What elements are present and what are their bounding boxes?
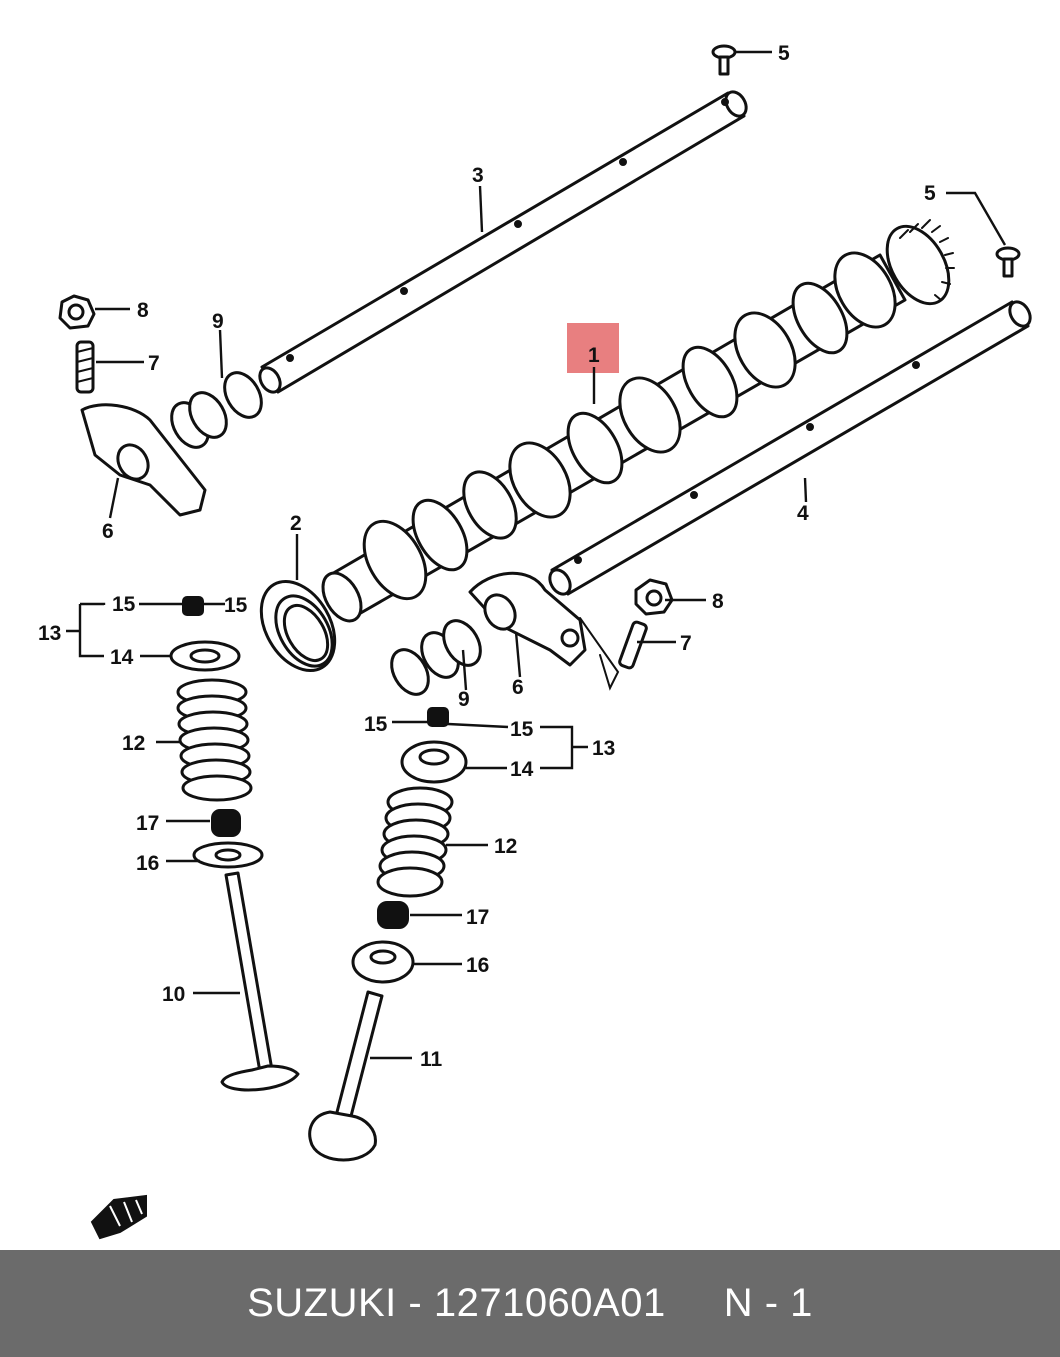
part-info-footer: SUZUKI - 1271060A01 N - 1 — [0, 1250, 1060, 1357]
adjusting-screw-right — [618, 620, 648, 670]
callout-3: 3 — [472, 164, 484, 187]
valve-spring-left — [176, 678, 253, 802]
callout-8-left: 8 — [137, 299, 149, 322]
callout-7-left: 7 — [148, 352, 160, 375]
callout-6-left: 6 — [102, 520, 114, 543]
callout-12-left: 12 — [122, 732, 145, 755]
valve-cotter-left — [182, 596, 204, 616]
rocker-arm-right — [468, 571, 620, 691]
rocker-spring-right — [390, 619, 482, 696]
spring-seat-left — [192, 841, 264, 869]
callout-5-right: 5 — [924, 182, 936, 205]
rocker-shaft-lower — [548, 300, 1032, 596]
callout-8-right: 8 — [712, 590, 724, 613]
callout-9-left: 9 — [212, 310, 224, 333]
brand-label: SUZUKI — [247, 1281, 397, 1325]
distributor-gear — [885, 219, 955, 306]
callout-15-left-a: 15 — [112, 593, 136, 616]
callout-16-right: 16 — [466, 954, 489, 977]
part-number: 1271060A01 — [433, 1281, 666, 1325]
rocker-arm-left — [80, 403, 207, 517]
callout-9-right: 9 — [458, 688, 470, 711]
front-arrow-icon — [90, 1194, 147, 1240]
valve-retainer-left — [169, 640, 241, 672]
oil-seal — [259, 579, 337, 673]
callout-17-left: 17 — [136, 812, 159, 835]
callout-1: 1 — [588, 344, 600, 367]
leader-lines — [66, 50, 1007, 1060]
camshaft — [321, 219, 955, 623]
callout-15-right-b: 15 — [510, 718, 534, 741]
rocker-spring-left — [170, 371, 263, 449]
callout-labels: 1 2 3 4 5 5 6 6 7 7 8 8 9 9 10 11 12 12 … — [38, 42, 936, 1071]
valve-cotter-right — [427, 707, 449, 727]
diagram-position: N - 1 — [723, 1281, 813, 1325]
callout-15-right-a: 15 — [364, 713, 388, 736]
callout-2: 2 — [290, 512, 302, 535]
shaft-screw-right — [995, 246, 1021, 278]
adjusting-nut-right — [634, 578, 674, 616]
intake-valve — [220, 871, 300, 1092]
valve-retainer-right — [400, 740, 468, 784]
callout-10: 10 — [162, 983, 185, 1006]
callout-11: 11 — [420, 1048, 443, 1071]
callout-4: 4 — [797, 502, 809, 525]
brand-separator: - — [408, 1281, 423, 1325]
exploded-parts-diagram: 1 2 3 4 5 5 6 6 7 7 8 8 9 9 10 11 12 12 … — [38, 42, 1032, 1240]
callout-14-left: 14 — [110, 646, 134, 669]
callout-13-right: 13 — [592, 737, 615, 760]
callout-12-right: 12 — [494, 835, 517, 858]
callout-17-right: 17 — [466, 906, 489, 929]
exhaust-valve — [308, 990, 384, 1162]
callout-13-left: 13 — [38, 622, 61, 645]
callout-16-left: 16 — [136, 852, 159, 875]
callout-6-right: 6 — [512, 676, 524, 699]
adjusting-screw-left — [75, 340, 95, 394]
callout-7-right: 7 — [680, 632, 692, 655]
callout-1-highlight — [567, 323, 619, 373]
shaft-screw-upper — [711, 44, 737, 76]
spring-seat-right — [351, 940, 415, 984]
callout-15-left-b: 15 — [224, 594, 248, 617]
valve-spring-right — [376, 786, 454, 898]
rocker-shaft-upper — [258, 90, 748, 394]
callout-5-upper: 5 — [778, 42, 790, 65]
adjusting-nut-left — [58, 294, 96, 330]
valve-seal-left — [211, 809, 241, 837]
valve-seal-right — [377, 901, 409, 929]
callout-14-right: 14 — [510, 758, 534, 781]
